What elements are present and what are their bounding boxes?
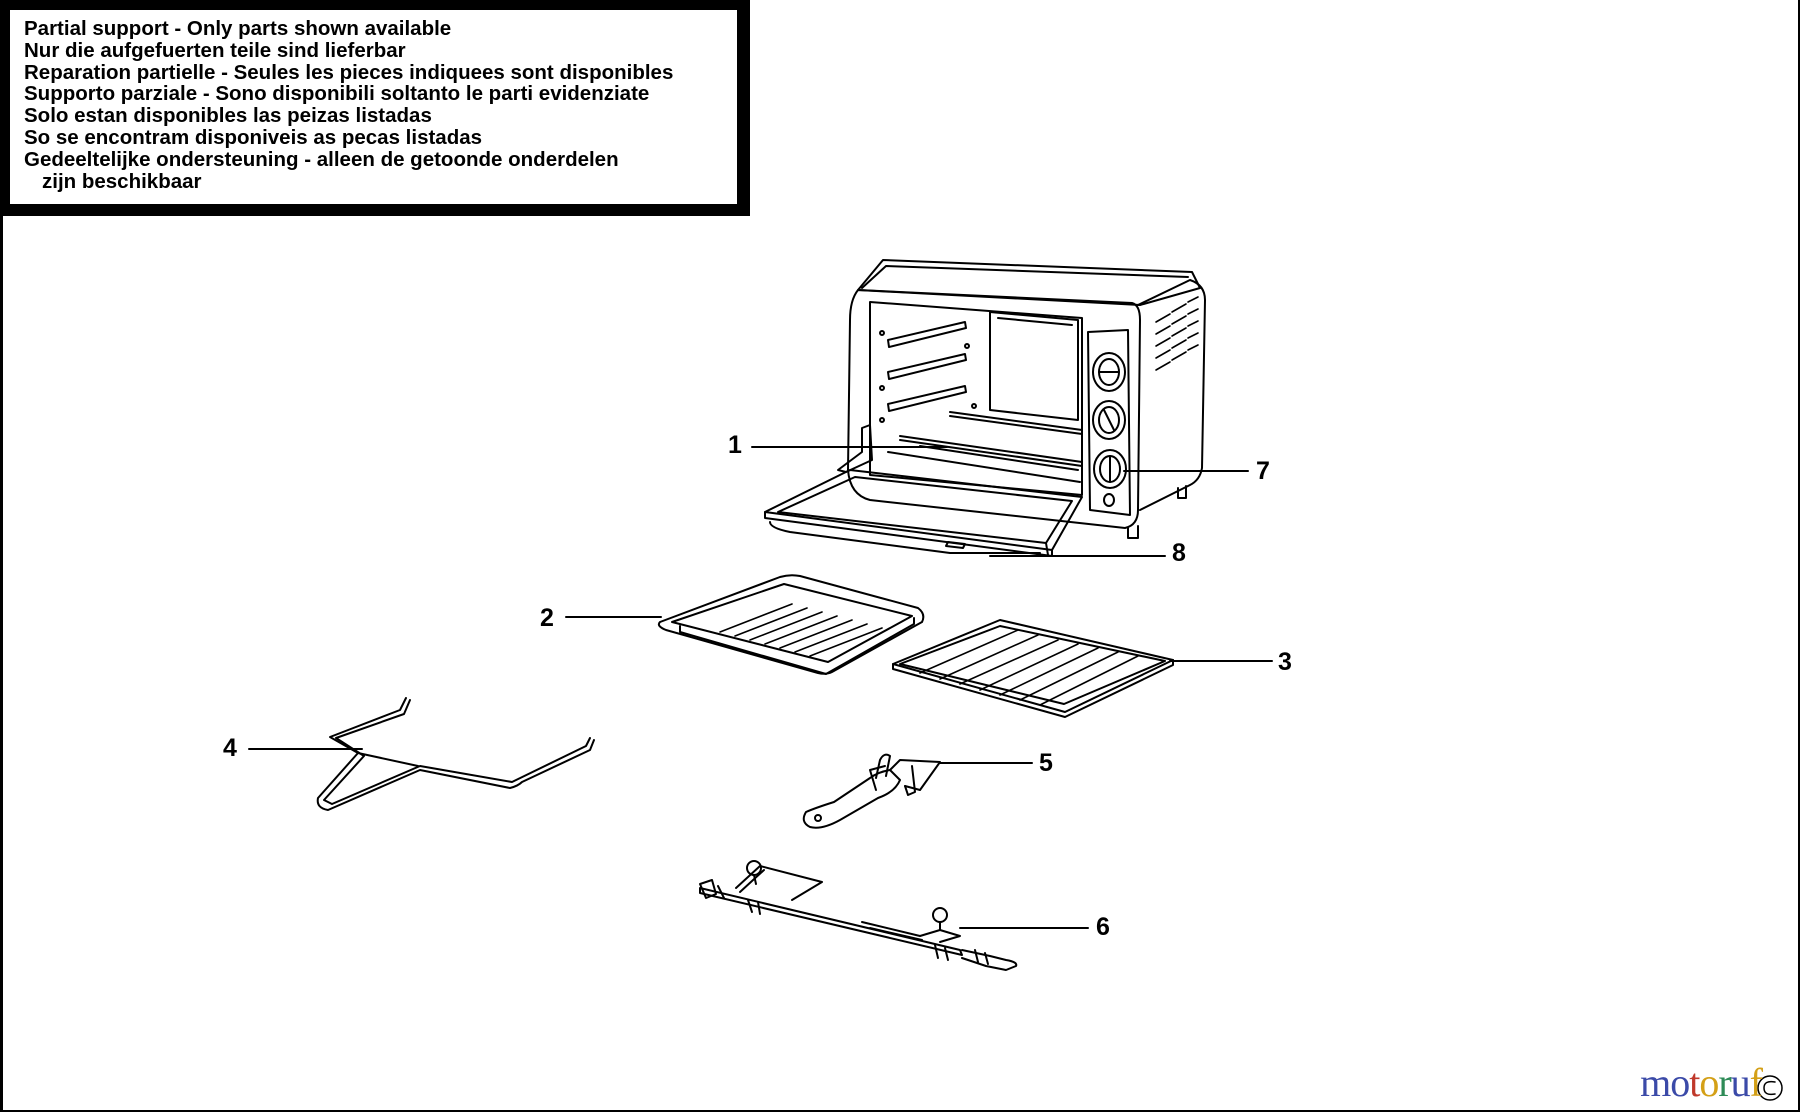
- notice-text-box: Partial support - Only parts shown avail…: [10, 10, 737, 204]
- notice-line-pt: So se encontram disponiveis as pecas lis…: [24, 125, 483, 149]
- rotisserie-handle-drawing: [802, 753, 941, 829]
- baking-tray-drawing: [657, 574, 925, 675]
- notice-line-de: Nur die aufgefuerten teile sind lieferba…: [24, 38, 406, 62]
- notice-line-en: Partial support - Only parts shown avail…: [24, 17, 452, 40]
- motoruf-watermark-logo: motoruf: [1640, 1059, 1763, 1106]
- notice-line-nl: Gedeeltelijke ondersteuning - alleen de …: [24, 147, 619, 171]
- wire-rack-drawing: [892, 619, 1174, 718]
- part-number-6: 6: [1096, 913, 1110, 941]
- notice-line-it: Supporto parziale - Sono disponibili sol…: [24, 82, 650, 106]
- part-number-7: 7: [1256, 457, 1270, 485]
- watermark-letter: u: [1730, 1060, 1751, 1105]
- part-number-3: 3: [1278, 648, 1292, 676]
- part-number-2: 2: [540, 604, 554, 632]
- callout-leaders: [248, 446, 1273, 929]
- partial-support-notice: Partial support - Only parts shown avail…: [0, 0, 750, 216]
- part-number-8: 8: [1172, 539, 1186, 567]
- copyright-c-glyph: [1763, 1080, 1776, 1096]
- watermark-letter: o: [1699, 1060, 1719, 1105]
- part-number-4: 4: [223, 734, 237, 762]
- toaster-oven-drawing: [764, 259, 1206, 557]
- copyright-icon: [1757, 1075, 1783, 1101]
- notice-line-nl-cont: zijn beschikbaar: [42, 169, 202, 193]
- watermark-letter: t: [1689, 1060, 1700, 1105]
- rotisserie-spit-drawing: [699, 860, 1018, 971]
- notice-line-fr: Reparation partielle - Seules les pieces…: [24, 60, 674, 84]
- notice-line-es: Solo estan disponibles las peizas listad…: [24, 104, 432, 128]
- part-number-5: 5: [1039, 749, 1053, 777]
- part-number-1: 1: [728, 431, 742, 459]
- watermark-letter: m: [1640, 1060, 1671, 1105]
- watermark-letter: o: [1670, 1060, 1690, 1105]
- watermark-letter: r: [1718, 1060, 1731, 1105]
- wire-lifter-drawing: [316, 697, 595, 811]
- watermark-letter: f: [1749, 1060, 1763, 1105]
